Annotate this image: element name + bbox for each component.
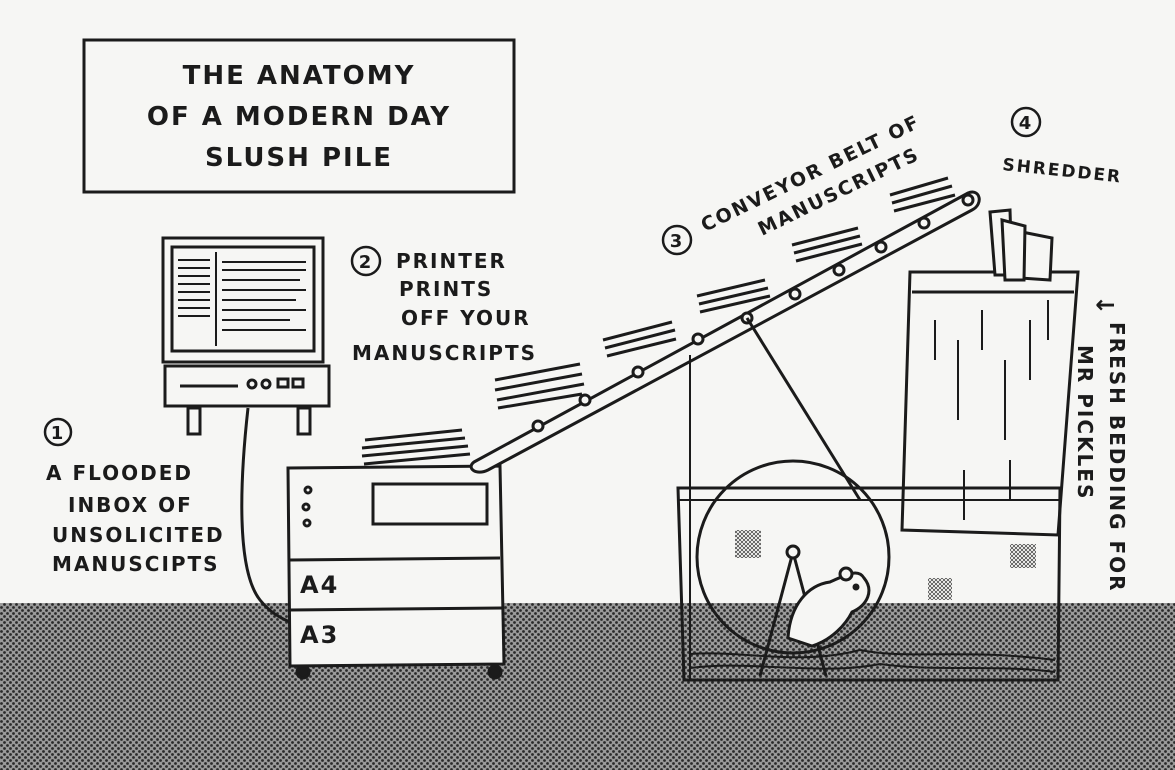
floor: [0, 603, 1175, 770]
title-line-2: OF A MODERN DAY: [147, 102, 451, 132]
title-line-3: SLUSH PILE: [205, 143, 393, 173]
paper-stack-printer: [361, 428, 471, 466]
step-3-number: 3: [670, 231, 685, 252]
step-1-callout: 1 A FLOODED INBOX OF UNSOLICITED MANUSCI…: [43, 417, 225, 576]
title-line-1: THE ANATOMY: [183, 61, 416, 91]
step-1-line-3: UNSOLICITED: [52, 523, 225, 547]
hamster-cage: [676, 317, 1062, 682]
tray-label-a4: A4: [300, 571, 339, 599]
title-box: THE ANATOMY OF A MODERN DAY SLUSH PILE: [82, 38, 516, 194]
printer: [286, 464, 506, 680]
computer-monitor: [161, 236, 331, 624]
step-3-callout: 3 CONVEYOR BELT OF MANUSCRIPTS: [661, 111, 924, 256]
shredder: [900, 208, 1080, 537]
step-2-line-3: OFF YOUR: [401, 306, 531, 330]
bedding-arrow: ↑: [1092, 293, 1120, 315]
step-2-number: 2: [359, 252, 374, 273]
hamster: [786, 566, 871, 648]
step-1-line-2: INBOX OF: [68, 493, 193, 517]
paper-stack-belt-1: [602, 320, 677, 358]
step-4-line-1: SHREDDER: [1001, 155, 1123, 187]
step-1-line-1: A FLOODED: [46, 461, 193, 485]
bedding-line-1: FRESH BEDDING FOR: [1105, 322, 1129, 593]
conveyor-belt: [469, 190, 981, 474]
paper-stack-belt-2: [696, 278, 771, 314]
step-2-line-4: MANUSCRIPTS: [352, 341, 537, 365]
bedding-line-2: MR PICKLES: [1073, 345, 1097, 500]
step-2-line-2: PRINTS: [399, 277, 493, 301]
step-1-number: 1: [51, 423, 66, 444]
step-2-callout: 2 PRINTER PRINTS OFF YOUR MANUSCRIPTS: [350, 245, 537, 365]
tray-label-a3: A3: [300, 621, 339, 649]
paper-stack-belt-4: [889, 176, 956, 213]
bedding-note: ↑ FRESH BEDDING FOR MR PICKLES: [1073, 293, 1129, 593]
paper-stack-belt-3: [791, 226, 863, 263]
step-4-callout: 4 SHREDDER: [1001, 106, 1123, 188]
step-1-line-4: MANUSCIPTS: [52, 552, 220, 576]
paper-stacks: [361, 176, 956, 466]
step-2-line-1: PRINTER: [396, 249, 507, 273]
step-4-number: 4: [1019, 113, 1034, 134]
hamster-wheel: [695, 459, 1036, 677]
paper-stack-flying-1: [494, 362, 585, 410]
